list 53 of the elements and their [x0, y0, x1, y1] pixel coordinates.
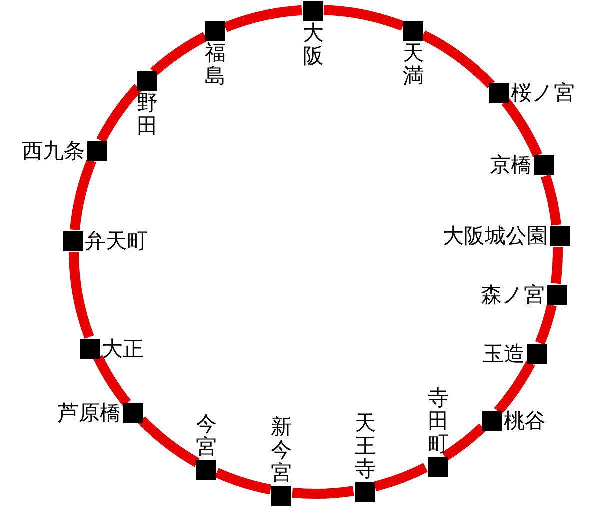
rail-line: [292, 486, 354, 499]
station-marker: [355, 482, 375, 502]
station-marker: [534, 155, 554, 175]
rail-line: [138, 416, 200, 468]
station-name: 天王寺: [355, 412, 376, 481]
station-marker: [196, 460, 216, 480]
station-marker: [123, 403, 143, 423]
rail-line: [224, 5, 302, 32]
station-name: 芦原橋: [58, 401, 121, 425]
rail-line: [96, 84, 142, 144]
station-name: 福島: [205, 42, 226, 88]
station-name: 今宮: [196, 412, 217, 459]
rail-line: [215, 468, 272, 495]
station-name: 大阪: [303, 22, 324, 68]
station-name: 玉造: [483, 342, 525, 366]
station-marker: [482, 411, 502, 431]
station-name: 新今宮: [271, 416, 292, 485]
rail-line: [374, 463, 428, 492]
station-name: 天満: [403, 42, 424, 88]
station-marker: [271, 486, 291, 506]
rail-line: [442, 424, 486, 461]
rail-line: [550, 247, 563, 284]
station-marker: [87, 141, 107, 161]
station-name: 大阪城公園: [443, 224, 548, 248]
station-name: 大正: [102, 337, 144, 361]
rail-line: [324, 5, 405, 31]
station-marker: [550, 226, 570, 246]
station-name: 野田: [137, 92, 158, 138]
station-name: 西九条: [22, 139, 85, 163]
station-marker: [527, 344, 547, 364]
station-name: 寺田町: [428, 386, 449, 456]
station-name: 桃谷: [504, 409, 546, 433]
rail-line: [535, 304, 557, 346]
station-name: 弁天町: [85, 229, 148, 253]
station-marker: [303, 1, 323, 21]
station-name: 京橋: [490, 153, 532, 177]
station-name: 森ノ宮: [481, 283, 545, 307]
rail-line: [70, 159, 97, 231]
station-marker: [205, 21, 225, 41]
rail-line: [150, 32, 208, 76]
station-marker: [63, 231, 83, 251]
station-marker: [403, 21, 423, 41]
station-marker: [489, 83, 509, 103]
station-marker: [547, 285, 567, 305]
rail-line: [494, 360, 536, 415]
rail-line: [94, 355, 132, 406]
rail-line: [541, 174, 562, 226]
rail-line: [69, 252, 94, 339]
station-marker: [137, 71, 157, 91]
station-name: 桜ノ宮: [511, 81, 575, 105]
station-marker: [80, 339, 100, 359]
station-marker: [428, 457, 448, 477]
rail-line: [502, 98, 542, 158]
